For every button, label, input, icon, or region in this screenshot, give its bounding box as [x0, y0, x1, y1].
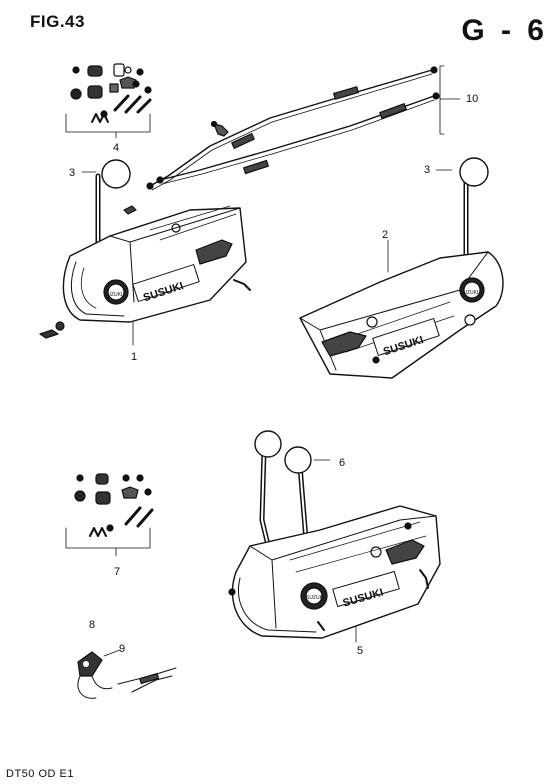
remote-control-box-5: SUZUKI SUSUKI	[228, 430, 441, 643]
remote-control-box-2: SUSUKI SUZUKI	[299, 157, 504, 379]
callout-2: 2	[382, 229, 389, 241]
knob-badge-2: SUZUKI	[460, 290, 478, 296]
callout-1: 1	[131, 351, 138, 363]
callout-5: 5	[357, 645, 364, 657]
figure-label: FIG.43	[30, 12, 85, 31]
callout-7: 7	[114, 566, 121, 578]
callout-8: 8	[89, 619, 96, 631]
callout-6: 6	[339, 457, 346, 469]
switch-harness-9	[77, 649, 177, 699]
control-cables-10	[146, 65, 461, 191]
callout-10: 10	[466, 93, 479, 105]
callout-3-left: 3	[69, 167, 76, 179]
hardware-kit-4	[65, 63, 152, 139]
callout-4: 4	[113, 142, 120, 154]
footer-model-code: DT50 OD E1	[6, 768, 74, 780]
knob-badge-5: SUZUKI	[306, 595, 324, 601]
hardware-kit-7	[65, 473, 154, 557]
knob-badge-1: SUZUKI	[104, 292, 122, 298]
remote-control-box-1: SUSUKI SUZUKI	[39, 159, 251, 346]
callout-9: 9	[119, 643, 126, 655]
page-code: G - 6	[461, 14, 548, 47]
callout-3-right: 3	[424, 164, 431, 176]
